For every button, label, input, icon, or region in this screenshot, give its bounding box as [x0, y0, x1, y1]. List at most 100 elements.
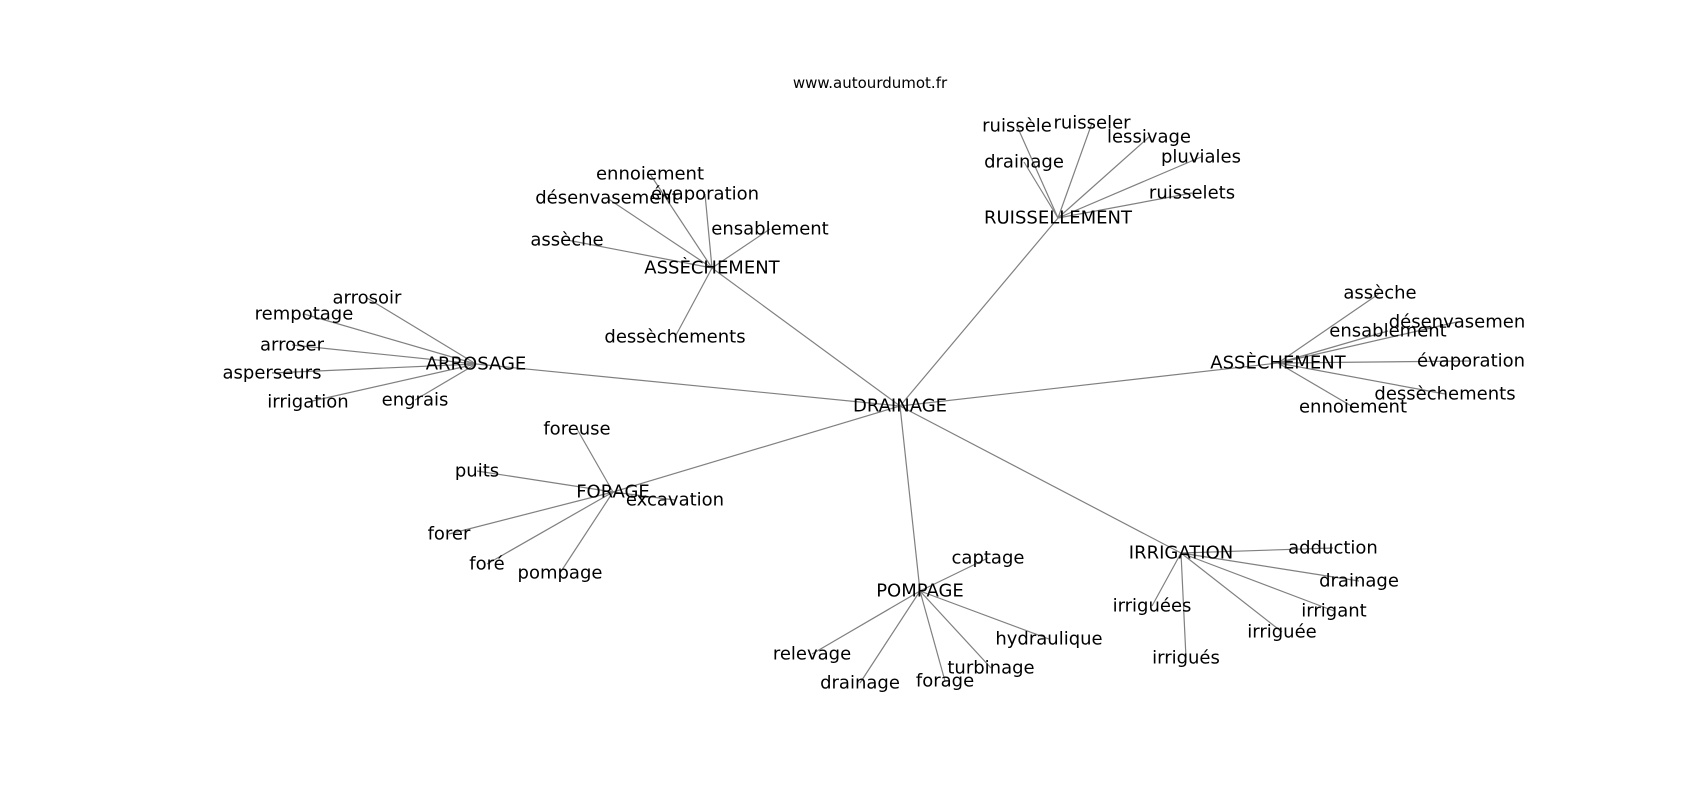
edge-center-asseche-right [899, 362, 1279, 407]
edge-forage-word [486, 491, 614, 565]
word-label: ensablement [711, 219, 828, 240]
edge-pompage-word [919, 590, 1050, 640]
edge-ruissellement-word [1057, 192, 1193, 219]
edge-irrigation-word [1151, 552, 1182, 607]
edge-arrosage-word [414, 363, 477, 401]
hub-label-forage: FORAGE [576, 482, 650, 503]
edge-forage-word [559, 491, 614, 574]
edge-asseche-top-word [704, 193, 713, 269]
word-label: adduction [1288, 538, 1378, 559]
word-label: ruisseler [1053, 113, 1131, 134]
edge-asseche-right-word [1277, 362, 1446, 395]
edge-asseche-right-word [1277, 360, 1472, 364]
edge-center-asseche-top [711, 267, 901, 407]
edge-ruissellement-word [1016, 125, 1059, 219]
word-label: irrigation [267, 392, 348, 413]
word-label: dessèchements [604, 327, 745, 348]
edge-pompage-word [919, 590, 946, 682]
edge-ruissellement-word [1057, 136, 1150, 219]
edge-irrigation-word [1180, 552, 1360, 582]
edge-arrosage-word [366, 297, 477, 365]
edge-irrigation-word [1180, 552, 1187, 659]
edge-pompage-word [919, 557, 989, 592]
edge-center-irrigation [899, 405, 1182, 554]
edge-center-forage [612, 405, 901, 493]
word-label: drainage [984, 152, 1064, 173]
word-label: ruissèle [982, 116, 1052, 137]
word-label: relevage [773, 644, 851, 665]
word-label: irrigués [1152, 648, 1220, 669]
hub-label-ruissellement: RUISSELLEMENT [984, 208, 1133, 229]
word-label: puits [455, 461, 499, 482]
edge-asseche-right-word [1277, 362, 1354, 408]
hub-label-arrosage: ARROSAGE [426, 354, 527, 375]
word-label: assèche [1343, 283, 1416, 304]
hub-label-asseche-top: ASSÈCHEMENT [644, 257, 780, 279]
word-label: foré [469, 554, 504, 575]
edge-asseche-top-word [606, 197, 713, 269]
edge-center-ruissellement [899, 217, 1059, 407]
word-label: drainage [1319, 571, 1399, 592]
center-label: DRAINAGE [853, 396, 947, 417]
word-label: dessèchements [1374, 384, 1515, 405]
edge-forage-word [612, 491, 676, 501]
word-label: évaporation [651, 184, 759, 205]
word-label: arrosoir [333, 288, 403, 309]
edge-center-pompage [899, 405, 921, 592]
word-label: assèche [530, 230, 603, 251]
edge-arrosage-word [291, 344, 477, 365]
edge-arrosage-word [271, 363, 477, 374]
word-label: arroser [260, 335, 325, 356]
edge-ruissellement-word [1057, 122, 1093, 219]
word-label: évaporation [1417, 351, 1525, 372]
word-label: irriguées [1113, 596, 1192, 617]
word-label: hydraulique [995, 629, 1102, 650]
edge-pompage-word [919, 590, 992, 669]
edge-ruissellement-word [1023, 161, 1059, 219]
word-label: rempotage [255, 304, 354, 325]
edge-ruissellement-word [1057, 156, 1202, 219]
word-label: ensablement [1329, 321, 1446, 342]
edge-irrigation-word [1180, 552, 1335, 612]
word-label: forer [428, 524, 471, 545]
word-label: ruisselets [1149, 183, 1235, 204]
word-label: asperseurs [223, 363, 322, 384]
word-label: captage [952, 548, 1025, 569]
edge-irrigation-word [1180, 547, 1334, 554]
word-label: foreuse [543, 419, 610, 440]
edge-asseche-top-word [674, 267, 713, 338]
word-label: irriguée [1247, 622, 1316, 643]
edge-center-arrosage [475, 363, 901, 407]
graph-edges [271, 122, 1472, 684]
edge-asseche-top-word [649, 173, 713, 269]
word-label: désenvasement [535, 188, 679, 209]
word-label: forage [916, 671, 974, 692]
edge-asseche-top-word [566, 239, 713, 269]
word-label: turbinage [947, 658, 1034, 679]
hub-label-irrigation: IRRIGATION [1129, 543, 1233, 564]
edge-forage-word [576, 428, 614, 493]
edge-asseche-right-word [1277, 292, 1381, 364]
hub-label-pompage: POMPAGE [876, 581, 964, 602]
word-label: ennoiement [1299, 397, 1407, 418]
edge-asseche-right-word [1277, 321, 1458, 364]
word-label: ennoiement [596, 164, 704, 185]
word-label: excavation [626, 490, 724, 511]
edge-pompage-word [859, 590, 921, 684]
graph-labels: ennoiementdésenvasementévaporationassèch… [223, 113, 1526, 694]
word-label: pompage [518, 563, 603, 584]
edge-arrosage-word [307, 363, 477, 403]
word-label: pluviales [1161, 147, 1241, 168]
edge-asseche-top-word [711, 228, 771, 269]
edge-irrigation-word [1180, 552, 1283, 633]
word-label: désenvasemen [1389, 312, 1526, 333]
hub-label-asseche-right: ASSÈCHEMENT [1210, 352, 1346, 374]
word-label: lessivage [1107, 127, 1191, 148]
edge-forage-word [448, 491, 614, 535]
word-label: irrigant [1301, 601, 1366, 622]
site-credit: www.autourdumot.fr [793, 74, 948, 92]
word-label: engrais [382, 390, 449, 411]
edge-arrosage-word [303, 313, 477, 365]
edge-pompage-word [811, 590, 921, 655]
